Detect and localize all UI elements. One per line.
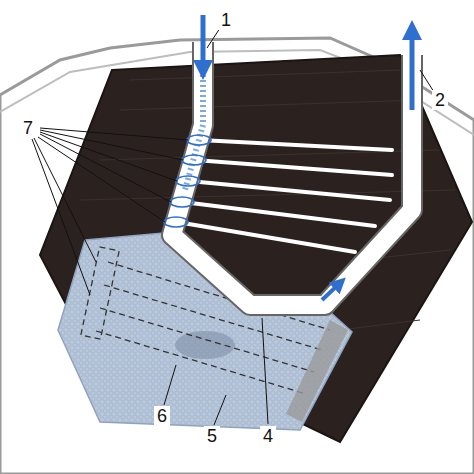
- callout-number: 1: [218, 10, 234, 30]
- callout-number: 4: [260, 426, 276, 446]
- callout-number: 2: [432, 90, 448, 110]
- inflow-arrow: [201, 15, 206, 70]
- leader-lines: [32, 28, 434, 425]
- callout-number: 7: [20, 118, 36, 138]
- cavity-shade: [175, 331, 235, 359]
- flow-arrow: [322, 283, 340, 300]
- callout-number: 6: [154, 406, 170, 426]
- sheet-outline: [0, 38, 474, 474]
- pipe-flow: [185, 60, 203, 190]
- callout-number: 5: [204, 426, 220, 446]
- pipe-rings: [164, 135, 211, 227]
- outlet-section: [286, 320, 348, 422]
- pipe-outline: [172, 42, 412, 305]
- cooling-channels: [177, 140, 392, 252]
- outflow-arrow: [410, 30, 415, 110]
- pipe: [172, 42, 412, 305]
